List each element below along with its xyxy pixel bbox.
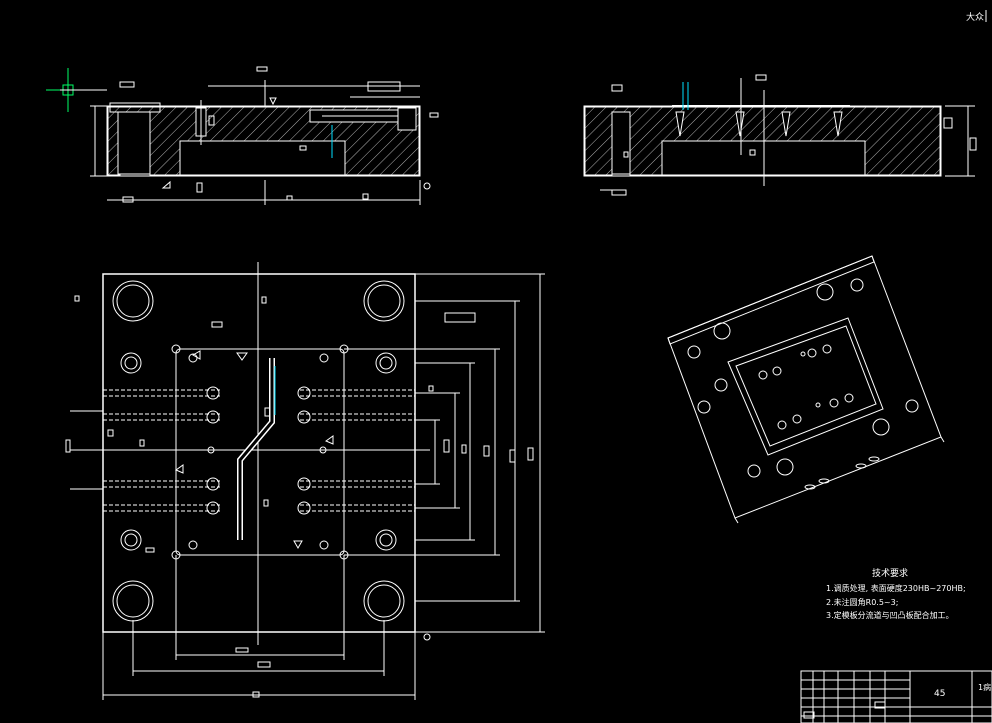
title-edge-label: 1病 [978,682,991,692]
title-block: 45 1病 [800,670,992,723]
cooling-channels [103,389,415,512]
mold-plate-isometric-view [667,255,945,524]
note-item: 3.定模板分流道与凹凸板配合加工。 [826,610,954,620]
title-material: 45 [934,689,945,699]
corner-label: 大众 [966,11,984,23]
section-view-right [583,74,977,196]
guide-hole [363,280,405,322]
note-item: 2.未注圆角R0.5~3; [826,597,898,607]
technical-requirements: 技术要求 1.调质处理, 表面硬度230HB~270HB; 2.未注圆角R0.5… [826,567,966,620]
note-item: 1.调质处理, 表面硬度230HB~270HB; [826,583,966,593]
mold-plate-plan-view [65,262,545,700]
guide-hole [112,280,154,322]
notes-heading: 技术要求 [872,567,908,579]
section-view-left [46,66,439,205]
